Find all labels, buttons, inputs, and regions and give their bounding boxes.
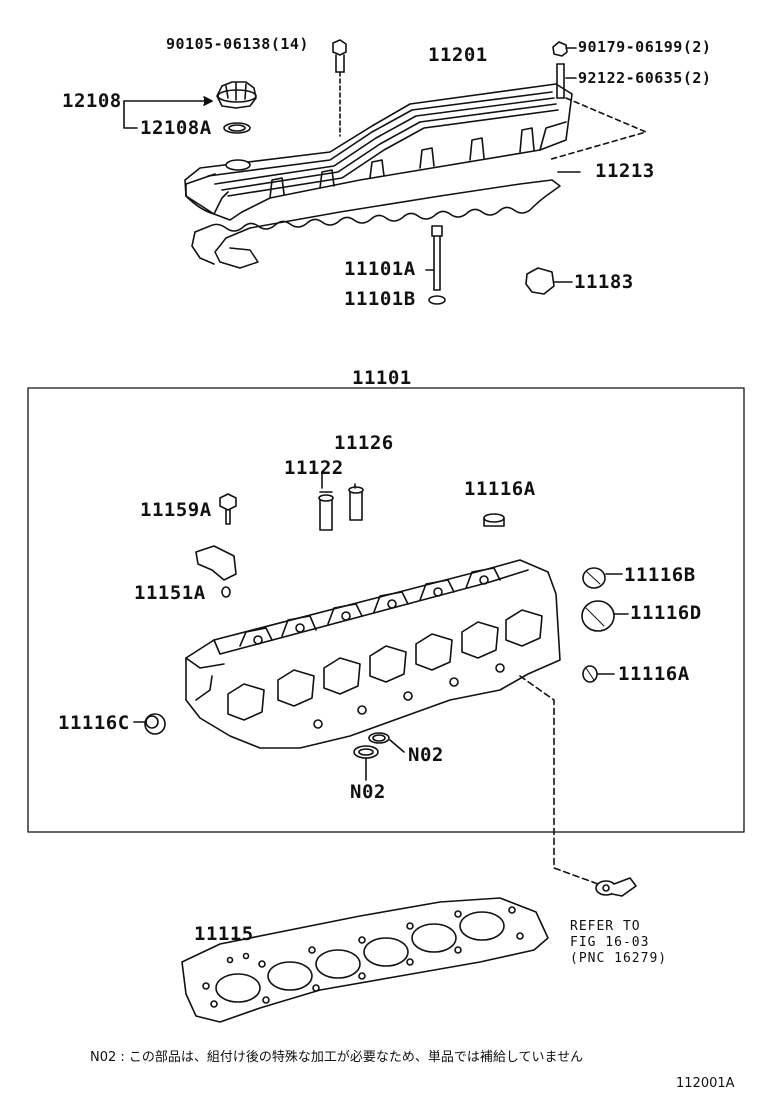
head-gasket: [181, 897, 549, 1023]
plug-11116A-side: [582, 665, 598, 683]
part-label-11122: 11122: [284, 457, 344, 479]
cover-bolt-90105: [332, 39, 347, 137]
footnote: N02 : この部品は、組付け後の特殊な加工が必要なため、単品では補給していませ…: [90, 1050, 584, 1065]
bolt-11159A: [219, 493, 237, 525]
oil-filler-cap: [216, 81, 257, 109]
refer-line-3: (PNC 16279): [570, 951, 668, 966]
plug-11116A-top: [483, 513, 505, 527]
part-label-11159A: 11159A: [140, 499, 212, 521]
part-label-n02-right: N02: [408, 744, 444, 766]
part-label-11126: 11126: [334, 432, 394, 454]
part-label-11201: 11201: [428, 44, 488, 66]
part-label-11116B: 11116B: [624, 564, 696, 586]
plug-11116B: [582, 567, 606, 589]
part-label-11213: 11213: [595, 160, 655, 182]
figure-id: 112001A: [676, 1076, 735, 1091]
stud-92122: [556, 63, 577, 99]
part-label-11115: 11115: [194, 923, 254, 945]
refer-line-2: FIG 16-03: [570, 935, 650, 950]
part-label-11151A: 11151A: [134, 582, 206, 604]
part-label-11183: 11183: [574, 271, 634, 293]
seals-n02: [353, 732, 405, 781]
part-label-11101: 11101: [352, 367, 412, 389]
part-label-90179: 90179-06199(2): [578, 38, 712, 56]
part-label-11116A-side: 11116A: [618, 663, 690, 685]
part-label-11116D: 11116D: [630, 602, 702, 624]
oil-cap-gasket: [223, 122, 251, 134]
part-label-12108A: 12108A: [140, 117, 212, 139]
valve-cover-gasket: [194, 179, 561, 269]
refer-line-1: REFER TO: [570, 919, 641, 934]
head-bolt-11101A: [425, 225, 443, 291]
referred-fitting: [595, 877, 637, 897]
assembly-box: [27, 387, 745, 833]
plug-11116D: [581, 600, 615, 632]
cylinder-head: [185, 559, 561, 749]
bracket-11151A: [195, 545, 237, 598]
part-label-11101A: 11101A: [344, 258, 416, 280]
valve-guides: [318, 471, 364, 531]
part-label-12108: 12108: [62, 90, 122, 112]
part-11183: [525, 267, 555, 295]
part-label-n02-bottom: N02: [350, 781, 386, 803]
part-label-11101B: 11101B: [344, 288, 416, 310]
part-label-11116A-top: 11116A: [464, 478, 536, 500]
nut-90179: [552, 41, 577, 57]
valve-cover: [184, 83, 573, 221]
head-bolt-washer: [428, 295, 446, 305]
part-label-90105: 90105-06138(14): [166, 35, 309, 53]
part-label-11116C: 11116C: [58, 712, 130, 734]
part-label-92122: 92122-60635(2): [578, 69, 712, 87]
plug-11116C: [144, 713, 166, 735]
